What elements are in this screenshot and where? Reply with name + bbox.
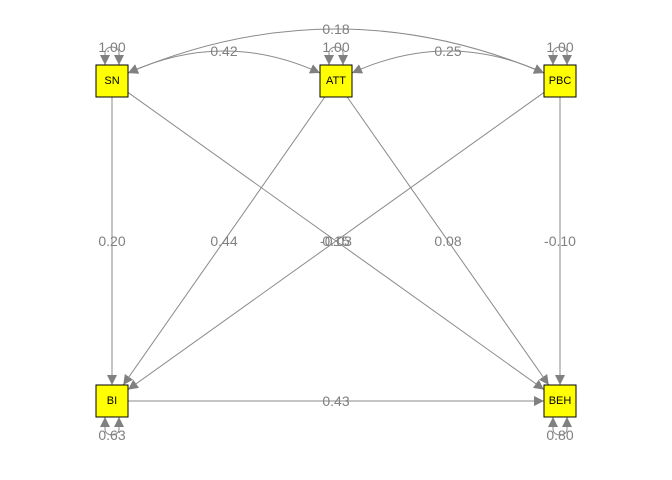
path-label-SN-BI: 0.20: [98, 233, 125, 249]
variance-BEH: [548, 417, 572, 436]
covariance-SN-PBC: [127, 28, 545, 74]
path-SN-BEH: [127, 92, 545, 390]
path-ATT-BEH: [346, 96, 550, 386]
variance-label-BEH: 0.80: [546, 427, 573, 443]
variance-label-ATT: 1.00: [322, 39, 349, 55]
path-label-ATT-BI: 0.44: [210, 233, 237, 249]
node-pbc: PBC: [543, 64, 577, 98]
path-label-SN-BEH: 0.15: [322, 233, 349, 249]
node-sn: SN: [95, 64, 129, 98]
node-label-beh: BEH: [549, 395, 572, 407]
node-box-att: [319, 64, 353, 98]
node-bi: BI: [95, 384, 129, 418]
variance-label-SN: 1.00: [98, 39, 125, 55]
path-ATT-BI: [122, 96, 326, 386]
node-box-bi: [95, 384, 129, 418]
path-label-ATT-BEH: 0.08: [434, 233, 461, 249]
variance-ATT: [324, 46, 348, 65]
node-box-beh: [543, 384, 577, 418]
path-label-PBC-BEH: -0.10: [544, 233, 576, 249]
variance-label-BI: 0.63: [98, 427, 125, 443]
path-label-PBC-BI: -0.03: [320, 233, 352, 249]
covariance-label-SN-PBC: 0.18: [322, 21, 349, 37]
node-label-pbc: PBC: [549, 75, 572, 87]
covariance-label-ATT-PBC: 0.25: [434, 43, 461, 59]
path-label-BI-BEH: 0.43: [322, 393, 349, 409]
variance-label-PBC: 1.00: [546, 39, 573, 55]
node-label-att: ATT: [326, 75, 346, 87]
variance-SN: [100, 46, 124, 65]
node-beh: BEH: [543, 384, 577, 418]
node-att: ATT: [319, 64, 353, 98]
node-label-sn: SN: [104, 75, 119, 87]
node-label-bi: BI: [107, 395, 117, 407]
variance-PBC: [548, 46, 572, 65]
variance-BI: [100, 417, 124, 436]
node-box-pbc: [543, 64, 577, 98]
covariance-label-SN-ATT: 0.42: [210, 43, 237, 59]
node-box-sn: [95, 64, 129, 98]
